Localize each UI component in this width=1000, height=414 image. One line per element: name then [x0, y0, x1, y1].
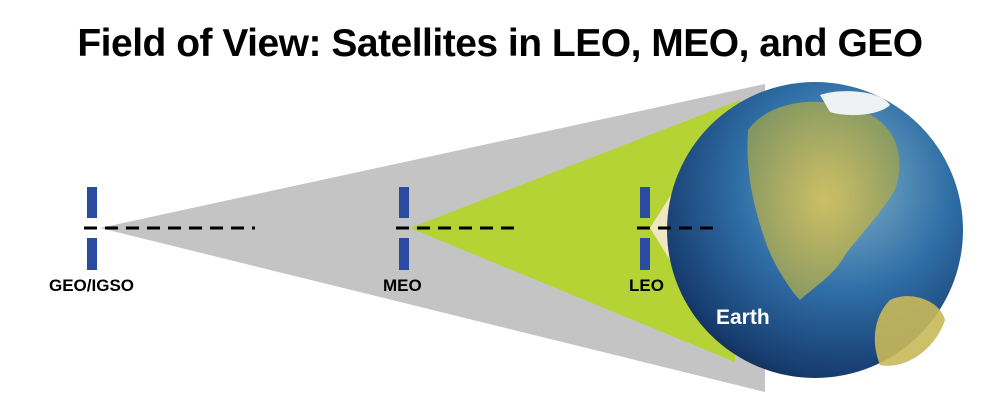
geo-satellite: [84, 187, 255, 270]
earth-globe: [667, 82, 963, 378]
leo-label: LEO: [629, 276, 664, 295]
leo-satellite: [637, 187, 716, 270]
geo-label: GEO/IGSO: [49, 276, 135, 295]
meo-satellite: [396, 187, 522, 270]
earth-label: Earth: [716, 306, 770, 329]
diagram-title: Field of View: Satellites in LEO, MEO, a…: [77, 22, 923, 65]
meo-label: MEO: [383, 276, 422, 295]
meo-field-of-view-cone: [410, 100, 740, 362]
